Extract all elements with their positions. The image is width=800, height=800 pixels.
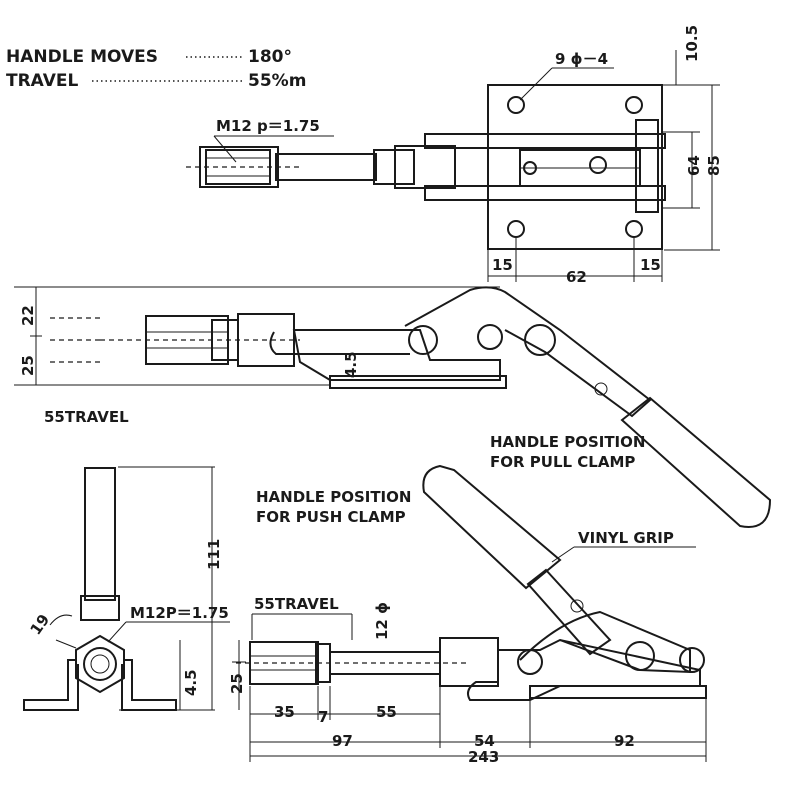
dim-side-thickness: 4.5 <box>342 351 360 378</box>
mount-hole <box>625 96 643 114</box>
rod-diameter-label: 12 ϕ <box>373 602 391 640</box>
vinyl-grip-label: VINYL GRIP <box>578 529 674 547</box>
travel-label: TRAVEL <box>6 71 78 91</box>
top-view: 9 ϕ－4 M12 p＝1.75 10.5 64 85 15 62 15 <box>186 25 723 286</box>
dim-top-offset: 10.5 <box>683 25 701 62</box>
dim-outer-height: 85 <box>705 155 723 176</box>
handle-position-labels: HANDLE POSITION FOR PULL CLAMP HANDLE PO… <box>256 433 696 563</box>
dim-side-lower: 25 <box>19 355 37 376</box>
pull-clamp-line-1: HANDLE POSITION <box>490 433 645 451</box>
base-plate <box>487 84 663 250</box>
pull-clamp-line-2: FOR PULL CLAMP <box>490 453 635 471</box>
dim-side-upper: 22 <box>19 305 37 326</box>
handle-grip-pull <box>620 396 772 528</box>
dim-right-section: 92 <box>614 732 635 750</box>
dim-hole-spacing: 62 <box>566 268 587 286</box>
dim-rod-length: 55 <box>376 703 397 721</box>
dim-left-margin: 15 <box>492 256 513 274</box>
push-clamp-line-1: HANDLE POSITION <box>256 488 411 506</box>
spec-block: HANDLE MOVES 180° TRAVEL 55%m <box>6 47 306 91</box>
handle-moves-value: 180° <box>248 47 292 67</box>
bottom-view: 25 55TRAVEL 12 ϕ <box>228 464 707 766</box>
dim-nut-gap: 7 <box>318 708 328 726</box>
dim-left-section: 97 <box>332 732 353 750</box>
hex-nut-front <box>75 634 125 694</box>
thread-top-label: M12 p＝1.75 <box>216 117 320 135</box>
side-view: 22 25 4.5 55TRAVEL <box>14 286 772 528</box>
dim-front-angle: 19 <box>27 611 54 638</box>
dim-inner-height: 64 <box>685 155 703 176</box>
dim-mid-section: 54 <box>474 732 495 750</box>
dim-overall-length: 243 <box>468 748 499 766</box>
front-view: 111 19 M12P＝1.75 4.5 <box>23 466 230 711</box>
travel-value: 55%m <box>248 71 306 91</box>
handle-front <box>84 467 116 601</box>
mount-hole <box>507 220 525 238</box>
dim-right-margin: 15 <box>640 256 661 274</box>
handle-grip-push <box>422 464 562 590</box>
push-clamp-line-2: FOR PUSH CLAMP <box>256 508 406 526</box>
stroke-bottom-label: 55TRAVEL <box>254 595 339 613</box>
hex-nut-top <box>199 146 279 188</box>
hole-callout: 9 ϕ－4 <box>555 50 608 68</box>
stroke-side-label: 55TRAVEL <box>44 408 129 426</box>
dim-front-thickness: 4.5 <box>182 669 200 696</box>
mount-hole <box>507 96 525 114</box>
mount-hole <box>625 220 643 238</box>
handle-moves-label: HANDLE MOVES <box>6 47 158 67</box>
dim-front-height: 111 <box>205 539 223 570</box>
dim-nut-length: 35 <box>274 703 295 721</box>
dim-bottom-base: 25 <box>228 673 246 694</box>
thread-front-label: M12P＝1.75 <box>130 604 229 622</box>
